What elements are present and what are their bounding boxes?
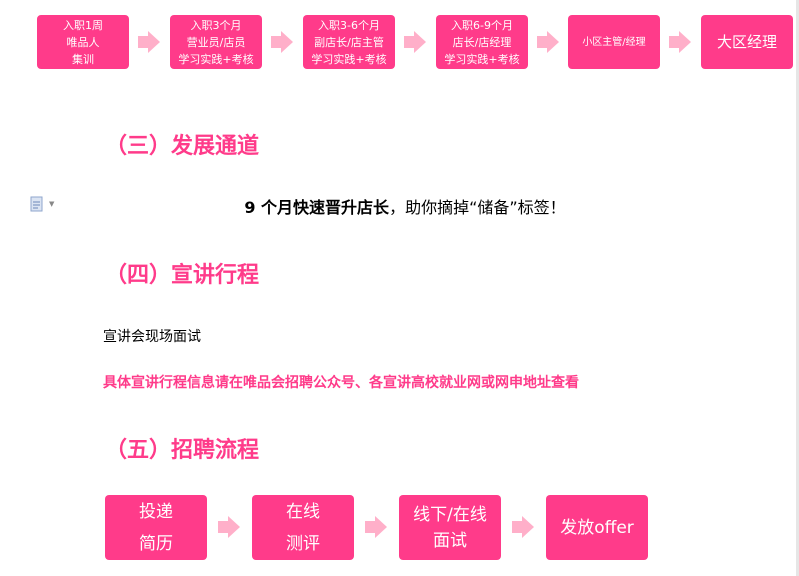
step-text: 发放offer — [560, 517, 634, 538]
step-text: 简历 — [139, 533, 173, 554]
step-text: 入职3个月 — [190, 18, 242, 32]
step-text: 入职3-6个月 — [318, 18, 380, 32]
section-heading: （三）发展通道 — [105, 134, 260, 159]
promotion-line: 9 个月快速晋升店长，助你摘掉“储备”标签！ — [0, 194, 799, 218]
document-icon — [30, 196, 43, 212]
career-step-6: 大区经理 — [701, 15, 793, 69]
step-text: 集训 — [72, 52, 94, 66]
recruit-step-3: 线下/在线面试 — [399, 495, 501, 560]
recruit-step-4: 发放offer — [546, 495, 648, 560]
recruit-step-1: 投递简历 — [105, 495, 207, 560]
info-text: 宣讲会现场面试 — [103, 329, 201, 345]
dropdown-caret-icon: ▼ — [49, 200, 55, 208]
career-step-4: 入职6-9个月店长/店经理学习实践+考核 — [436, 15, 528, 69]
step-text: 大区经理 — [716, 32, 777, 51]
info-highlight: 具体宣讲行程信息请在唯品会招聘公众号、各宣讲高校就业网或网申地址查看 — [103, 375, 579, 391]
section-heading: （四）宣讲行程 — [105, 263, 260, 288]
paste-options-button[interactable]: ▼ — [30, 196, 54, 212]
step-text: 学习实践+考核 — [311, 52, 387, 66]
step-text: 线下/在线 — [413, 504, 487, 525]
step-text: 唯品人 — [66, 35, 100, 49]
recruit-step-2: 在线测评 — [252, 495, 354, 560]
step-text: 小区主管/经理 — [582, 36, 646, 48]
step-text: 面试 — [433, 530, 467, 551]
step-text: 在线 — [286, 501, 320, 522]
step-text: 入职1周 — [63, 18, 103, 32]
step-text: 营业员/店员 — [186, 35, 246, 49]
step-text: 测评 — [286, 533, 320, 554]
step-text: 学习实践+考核 — [178, 52, 254, 66]
promotion-highlight: 9 个月快速晋升店长 — [244, 198, 390, 217]
scrollbar[interactable] — [796, 0, 799, 576]
step-text: 店长/店经理 — [452, 35, 512, 49]
step-text: 学习实践+考核 — [444, 52, 520, 66]
step-text: 副店长/店主管 — [314, 35, 384, 49]
career-step-3: 入职3-6个月副店长/店主管学习实践+考核 — [303, 15, 395, 69]
section-heading: （五）招聘流程 — [105, 438, 260, 463]
career-step-2: 入职3个月营业员/店员学习实践+考核 — [170, 15, 262, 69]
career-step-1: 入职1周唯品人集训 — [37, 15, 129, 69]
step-text: 入职6-9个月 — [451, 18, 513, 32]
career-step-5: 小区主管/经理 — [568, 15, 660, 69]
step-text: 投递 — [139, 501, 173, 522]
promotion-rest: ，助你摘掉“储备”标签！ — [389, 198, 566, 217]
